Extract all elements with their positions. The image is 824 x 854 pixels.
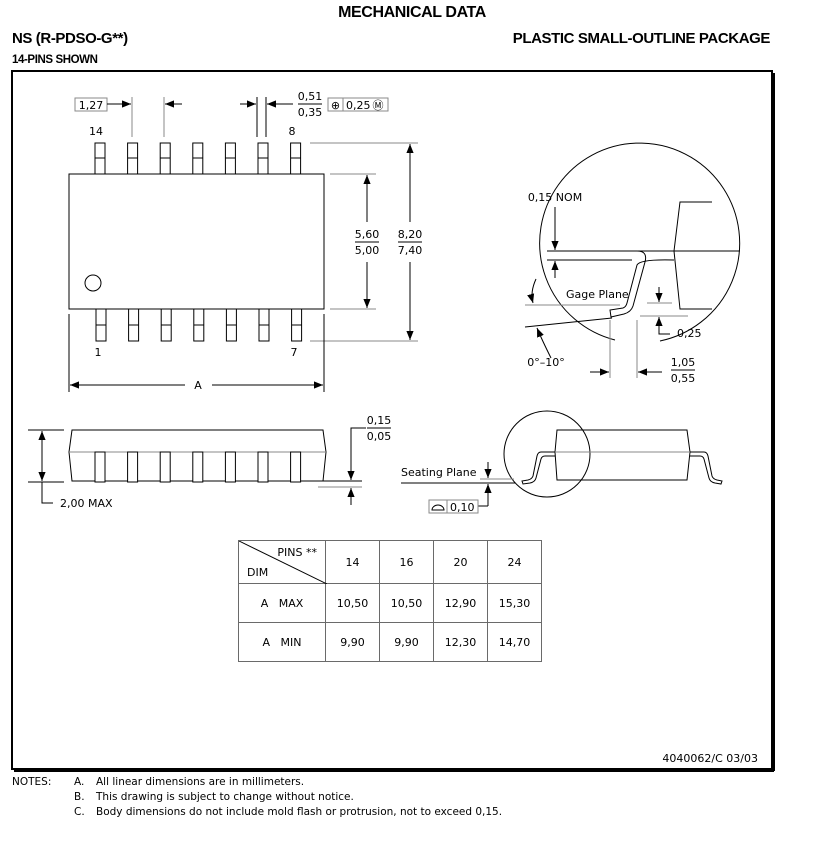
header-pins: PINS ** (277, 546, 317, 559)
lead-width-max: 0,51 (298, 90, 323, 103)
side-lead (127, 451, 139, 483)
package-body-end (554, 429, 691, 481)
table-header-row: PINS ** DIM 14 16 20 24 (238, 540, 542, 584)
standoff-max: 0,15 (367, 414, 392, 427)
side-lead (192, 451, 204, 483)
end-lead-left (521, 451, 555, 485)
column-header: 16 (379, 540, 434, 584)
side-lead (224, 451, 236, 483)
standoff-arrow-down (347, 427, 366, 480)
notes-label: NOTES: (12, 776, 52, 788)
top-pins (94, 142, 302, 175)
package-body-top (68, 173, 325, 310)
mmc-modifier-icon: Ⓜ (373, 99, 384, 112)
gage-plane-label: Gage Plane (566, 288, 629, 301)
angle-value: 0°–10° (527, 356, 565, 369)
header-corner-cell: PINS ** DIM (238, 540, 327, 584)
pin-label-7: 7 (291, 346, 298, 359)
pin-label-14: 14 (89, 125, 103, 138)
standoff-min: 0,05 (367, 430, 392, 443)
table-row: A MAX 10,50 10,50 12,90 15,30 (238, 583, 542, 623)
pin-label-1: 1 (95, 346, 102, 359)
side-lead (94, 451, 106, 483)
note-item: B. This drawing is subject to change with… (74, 790, 354, 805)
table-cell: 10,50 (379, 583, 434, 623)
side-view: 2,00 MAX 0,15 0,05 (28, 414, 391, 510)
table-cell: 9,90 (325, 622, 380, 662)
pins-shown-label: 14-PINS SHOWN (12, 54, 98, 66)
lead-thickness: 0,15 NOM (528, 191, 582, 204)
column-header: 20 (433, 540, 488, 584)
overall-width-max: 8,20 (398, 228, 423, 241)
header-dim: DIM (247, 566, 269, 579)
angle-line (524, 317, 613, 328)
end-detail-circle (503, 410, 591, 498)
table-cell: 12,90 (433, 583, 488, 623)
foot-length-max: 1,05 (671, 356, 696, 369)
height-value: 2,00 MAX (60, 497, 113, 510)
top-view: 14 8 1 7 1,27 0,51 0,35 ⊕ 0,25 Ⓜ 5,60 5,… (68, 90, 423, 392)
lead-detail: 0,15 NOM Gage Plane 0,25 0°–10° 1,05 0,5… (524, 142, 741, 385)
length-label: A (194, 379, 202, 392)
seating-plane-label: Seating Plane (401, 466, 477, 479)
page-title: MECHANICAL DATA (338, 4, 486, 21)
note-letter: C. (74, 806, 85, 818)
drawing-number: 4040062/C 03/03 (662, 752, 758, 765)
table-cell: 12,30 (433, 622, 488, 662)
note-text: This drawing is subject to change withou… (96, 791, 354, 803)
angle-arrow-top (527, 278, 537, 304)
table-cell: 10,50 (325, 583, 380, 623)
end-lead-right (690, 451, 723, 485)
coplanarity-value: 0,10 (450, 501, 475, 514)
side-leads (94, 451, 302, 483)
gage-leader (658, 333, 670, 335)
note-item: C. Body dimensions do not include mold fl… (74, 805, 502, 820)
header-diagonal (239, 541, 327, 584)
pitch-value: 1,27 (79, 99, 104, 112)
detail-circle (539, 142, 741, 342)
position-tolerance-frame (327, 97, 389, 112)
table-row: A MIN 9,90 9,90 12,30 14,70 (238, 622, 542, 662)
note-item: A. All linear dimensions are in millimete… (74, 775, 304, 790)
position-icon: ⊕ (331, 99, 340, 112)
table-cell: 15,30 (487, 583, 542, 623)
side-lead (290, 451, 302, 483)
row-label-text: A MAX (260, 596, 304, 610)
end-view: Seating Plane 0,10 (401, 410, 723, 514)
row-label-text: A MIN (262, 635, 302, 649)
pin1-indicator (84, 274, 102, 292)
table-cell: 9,90 (379, 622, 434, 662)
note-letter: B. (74, 791, 85, 803)
row-label: A MAX (238, 583, 326, 623)
flatness-icon (431, 504, 445, 511)
angle-arrow-bottom (536, 327, 552, 359)
detail-lead (547, 250, 675, 318)
body-width-min: 5,00 (355, 244, 380, 257)
coplanarity-frame (428, 499, 479, 514)
foot-length-min: 0,55 (671, 372, 696, 385)
detail-body-outline (673, 201, 712, 310)
position-tolerance-value: 0,25 (346, 99, 371, 112)
package-name: PLASTIC SMALL-OUTLINE PACKAGE (512, 30, 771, 47)
drawing-frame (11, 70, 773, 770)
column-header: 24 (487, 540, 542, 584)
note-text: Body dimensions do not include mold flas… (96, 806, 503, 818)
note-letter: A. (74, 776, 85, 788)
overall-width-min: 7,40 (398, 244, 423, 257)
bottom-pins (95, 308, 303, 342)
row-label: A MIN (238, 622, 326, 662)
side-lead (159, 451, 171, 483)
body-width-max: 5,60 (355, 228, 380, 241)
height-leader (41, 482, 53, 504)
gage-height: 0,25 (677, 327, 702, 340)
pin-label-8: 8 (289, 125, 296, 138)
dimension-table: PINS ** DIM 14 16 20 24 A MAX 10,50 10,5… (238, 540, 542, 662)
table-cell: 14,70 (487, 622, 542, 662)
side-lead (257, 451, 269, 483)
package-code: NS (R-PDSO-G**) (12, 30, 128, 47)
note-text: All linear dimensions are in millimeters… (96, 776, 305, 788)
lead-width-min: 0,35 (298, 106, 323, 119)
column-header: 14 (325, 540, 380, 584)
